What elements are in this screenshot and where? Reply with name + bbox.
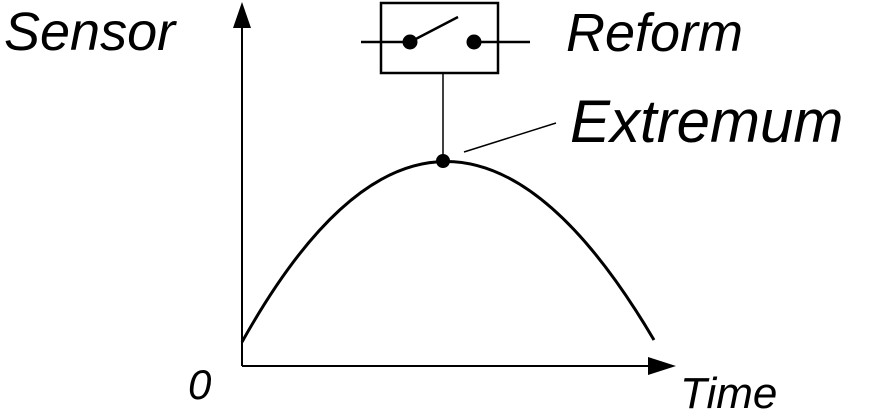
switch-contact-right [466,34,482,50]
switch-box [379,1,500,75]
x-axis-label: Time [680,369,778,418]
sensor-curve [240,160,656,343]
switch-label: Reform [566,3,744,63]
extremum-leader-line [463,122,557,153]
y-axis-label: Sensor [4,2,176,62]
extremum-label: Extremum [570,88,844,155]
x-axis-arrowhead [648,357,676,375]
switch-blade [409,15,459,44]
origin-label: 0 [188,361,212,408]
y-axis-arrowhead [233,2,251,28]
